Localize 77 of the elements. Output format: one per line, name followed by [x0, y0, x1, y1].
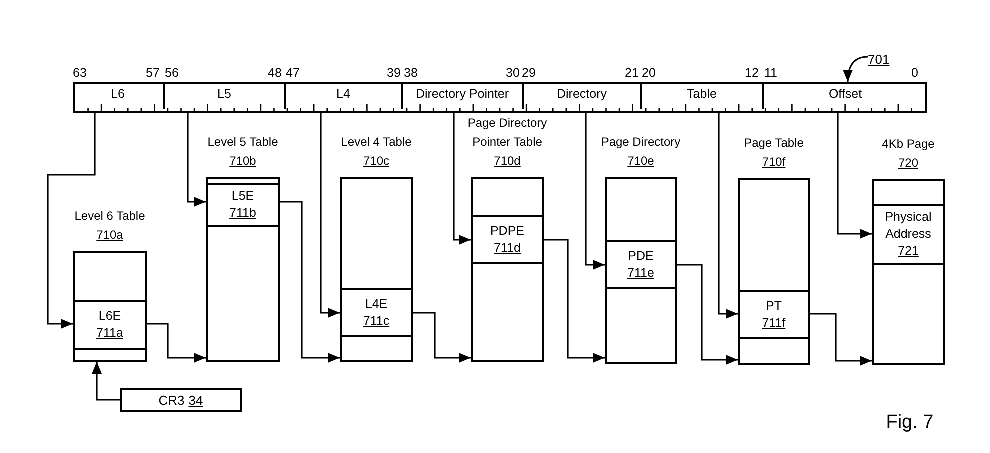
table-entry [206, 183, 280, 227]
table-title: Page Table [744, 135, 804, 152]
entry-label: PDPE [490, 222, 525, 240]
entry-label: PT [766, 298, 782, 314]
field-label: Directory [556, 87, 608, 101]
bit-number: 57 [146, 66, 160, 80]
reference-numeral: 711b [230, 205, 256, 222]
reference-numeral: 710d [494, 153, 521, 170]
table-entry [73, 300, 147, 350]
reference-numeral: 720 [898, 155, 919, 172]
table-title: Page Directory [601, 134, 681, 151]
register-box [120, 388, 242, 412]
field-label: Offset [828, 87, 864, 101]
reference-numeral: 710c [363, 153, 390, 170]
table-title: Page Directory Pointer Table [466, 115, 548, 151]
bit-number: 20 [642, 66, 656, 80]
arrow [187, 113, 206, 207]
bit-number: 30 [506, 66, 520, 80]
reference-numeral: 711c [363, 312, 390, 330]
arrow [718, 113, 738, 319]
leader-line [843, 56, 868, 82]
arrow [92, 362, 120, 401]
bit-number: 56 [165, 66, 179, 80]
arrow [544, 239, 605, 363]
arrow [453, 113, 471, 245]
entry-label: L5E [232, 188, 254, 205]
arrow [677, 264, 738, 365]
arrow [47, 113, 96, 329]
arrow [810, 313, 872, 366]
bit-number: 11 [764, 66, 778, 80]
entry-label: L6E [98, 308, 122, 325]
entry-label: CR3 [158, 392, 185, 408]
arrow [413, 312, 471, 363]
bit-number: 29 [522, 66, 536, 80]
reference-numeral: 711e [628, 264, 654, 282]
table-title: 4Kb Page [882, 136, 935, 153]
bit-number: 39 [387, 66, 401, 80]
reference-numeral: 710a [96, 227, 124, 244]
entry-label: Physical Address [884, 209, 933, 243]
reference-numeral: 34 [188, 392, 204, 408]
bit-number: 38 [404, 66, 418, 80]
figure-label: Fig. 7 [886, 412, 934, 434]
bit-number: 63 [73, 66, 87, 80]
table-entry [340, 288, 413, 337]
reference-numeral: 711f [762, 314, 786, 332]
table-entry [605, 240, 677, 289]
entry-label: PDE [628, 248, 654, 264]
table-entry [471, 215, 544, 264]
address-register-bar [73, 82, 927, 113]
reference-numeral: 711d [494, 240, 521, 256]
field-label: L4 [336, 87, 352, 101]
reference-numeral: 710e [628, 153, 654, 170]
arrow [585, 113, 605, 270]
table-title: Level 5 Table [208, 134, 278, 151]
table-entry [738, 290, 810, 339]
entry-label: L4E [365, 296, 388, 312]
arrow [320, 113, 340, 318]
bit-number: 12 [745, 66, 759, 80]
reference-numeral: 710b [230, 153, 256, 170]
reference-numeral: 710f [762, 154, 786, 171]
reference-numeral: 711a [96, 325, 124, 342]
field-label: L5 [216, 87, 232, 101]
bit-number: 47 [286, 66, 300, 80]
table-entry [872, 204, 945, 265]
arrow [280, 201, 340, 363]
arrow [837, 113, 872, 239]
field-label: Directory Pointer [414, 87, 510, 101]
bit-number: 21 [625, 66, 639, 80]
table-title: Level 4 Table [341, 134, 412, 151]
bit-number: 48 [268, 66, 282, 80]
arrow [147, 323, 206, 363]
field-label: L6 [110, 87, 126, 101]
bit-number: 0 [912, 66, 918, 80]
field-label: Table [686, 87, 718, 101]
reference-numeral: 701 [868, 52, 890, 67]
reference-numeral: 721 [898, 243, 919, 260]
table-title: Level 6 Table [74, 208, 146, 225]
